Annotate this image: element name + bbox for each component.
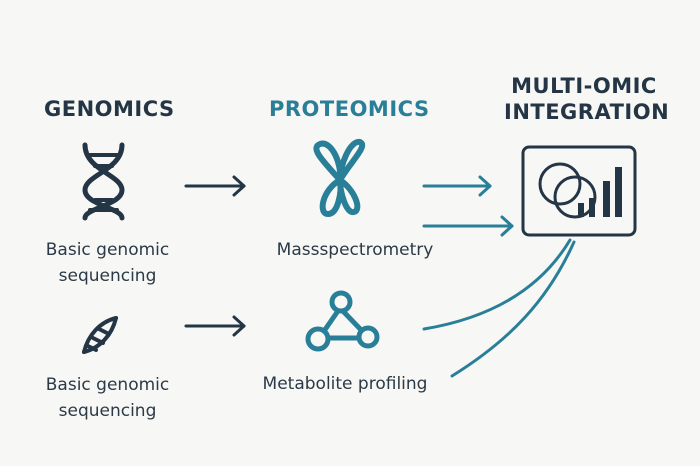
venn-bar-chart-icon — [521, 145, 637, 237]
connector-curve-2 — [450, 240, 576, 378]
connector-curve-1 — [422, 238, 572, 331]
genomic-bottom-label: Basic genomic sequencing — [35, 372, 180, 424]
genomic-bottom-label-line1: Basic genomic — [45, 375, 170, 395]
arrow-mass-spec-to-integration-1 — [422, 175, 492, 197]
dna-helix-icon — [82, 142, 125, 221]
arrow-genomics-to-metabolite — [184, 315, 246, 337]
proteomics-heading: PROTEOMICS — [269, 97, 430, 121]
genomic-top-label-line2: sequencing — [58, 266, 157, 286]
metabolite-profiling-label: Metabolite profiling — [262, 374, 428, 394]
integration-heading-line2: INTEGRATION — [504, 100, 670, 124]
protein-fold-icon — [313, 139, 365, 217]
genomic-top-label-line1: Basic genomic — [45, 240, 170, 260]
small-dna-icon — [82, 316, 118, 354]
integration-heading-line1: MULTI-OMIC — [511, 74, 657, 98]
arrow-mass-spec-to-integration-2 — [422, 215, 514, 237]
arrow-genomics-to-mass-spec — [184, 175, 246, 197]
genomic-top-label: Basic genomic sequencing — [35, 237, 180, 289]
genomics-heading: GENOMICS — [44, 97, 175, 121]
genomic-bottom-label-line2: sequencing — [58, 401, 157, 421]
molecule-network-icon — [305, 290, 380, 352]
mass-spectrometry-label: Massspectrometry — [276, 240, 434, 260]
integration-heading: MULTI-OMIC INTEGRATION — [504, 73, 670, 125]
